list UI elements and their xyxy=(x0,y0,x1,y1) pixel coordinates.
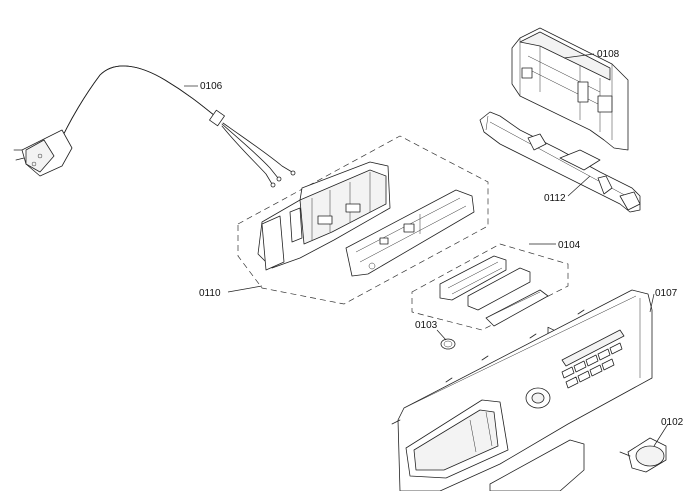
label-0103: 0103 xyxy=(415,320,438,331)
knob-0103[interactable] xyxy=(440,338,456,350)
callouts: 0106 0108 0112 0104 0110 0103 0107 0102 xyxy=(184,49,684,447)
label-0102: 0102 xyxy=(661,417,684,428)
label-0110: 0110 xyxy=(199,288,221,299)
support-bracket-0112[interactable] xyxy=(479,111,641,213)
label-0107: 0107 xyxy=(655,288,678,299)
control-panel-0107[interactable] xyxy=(391,289,653,491)
label-0112: 0112 xyxy=(544,193,566,204)
display-group-0104[interactable] xyxy=(411,243,569,331)
label-0108: 0108 xyxy=(597,49,620,60)
label-0104: 0104 xyxy=(558,240,581,251)
power-cord-0106[interactable] xyxy=(13,65,296,188)
program-knob-0102[interactable] xyxy=(619,437,667,473)
electronics-group-0110[interactable] xyxy=(237,135,489,305)
label-0106: 0106 xyxy=(200,81,223,92)
control-module-0108[interactable] xyxy=(511,27,629,350)
